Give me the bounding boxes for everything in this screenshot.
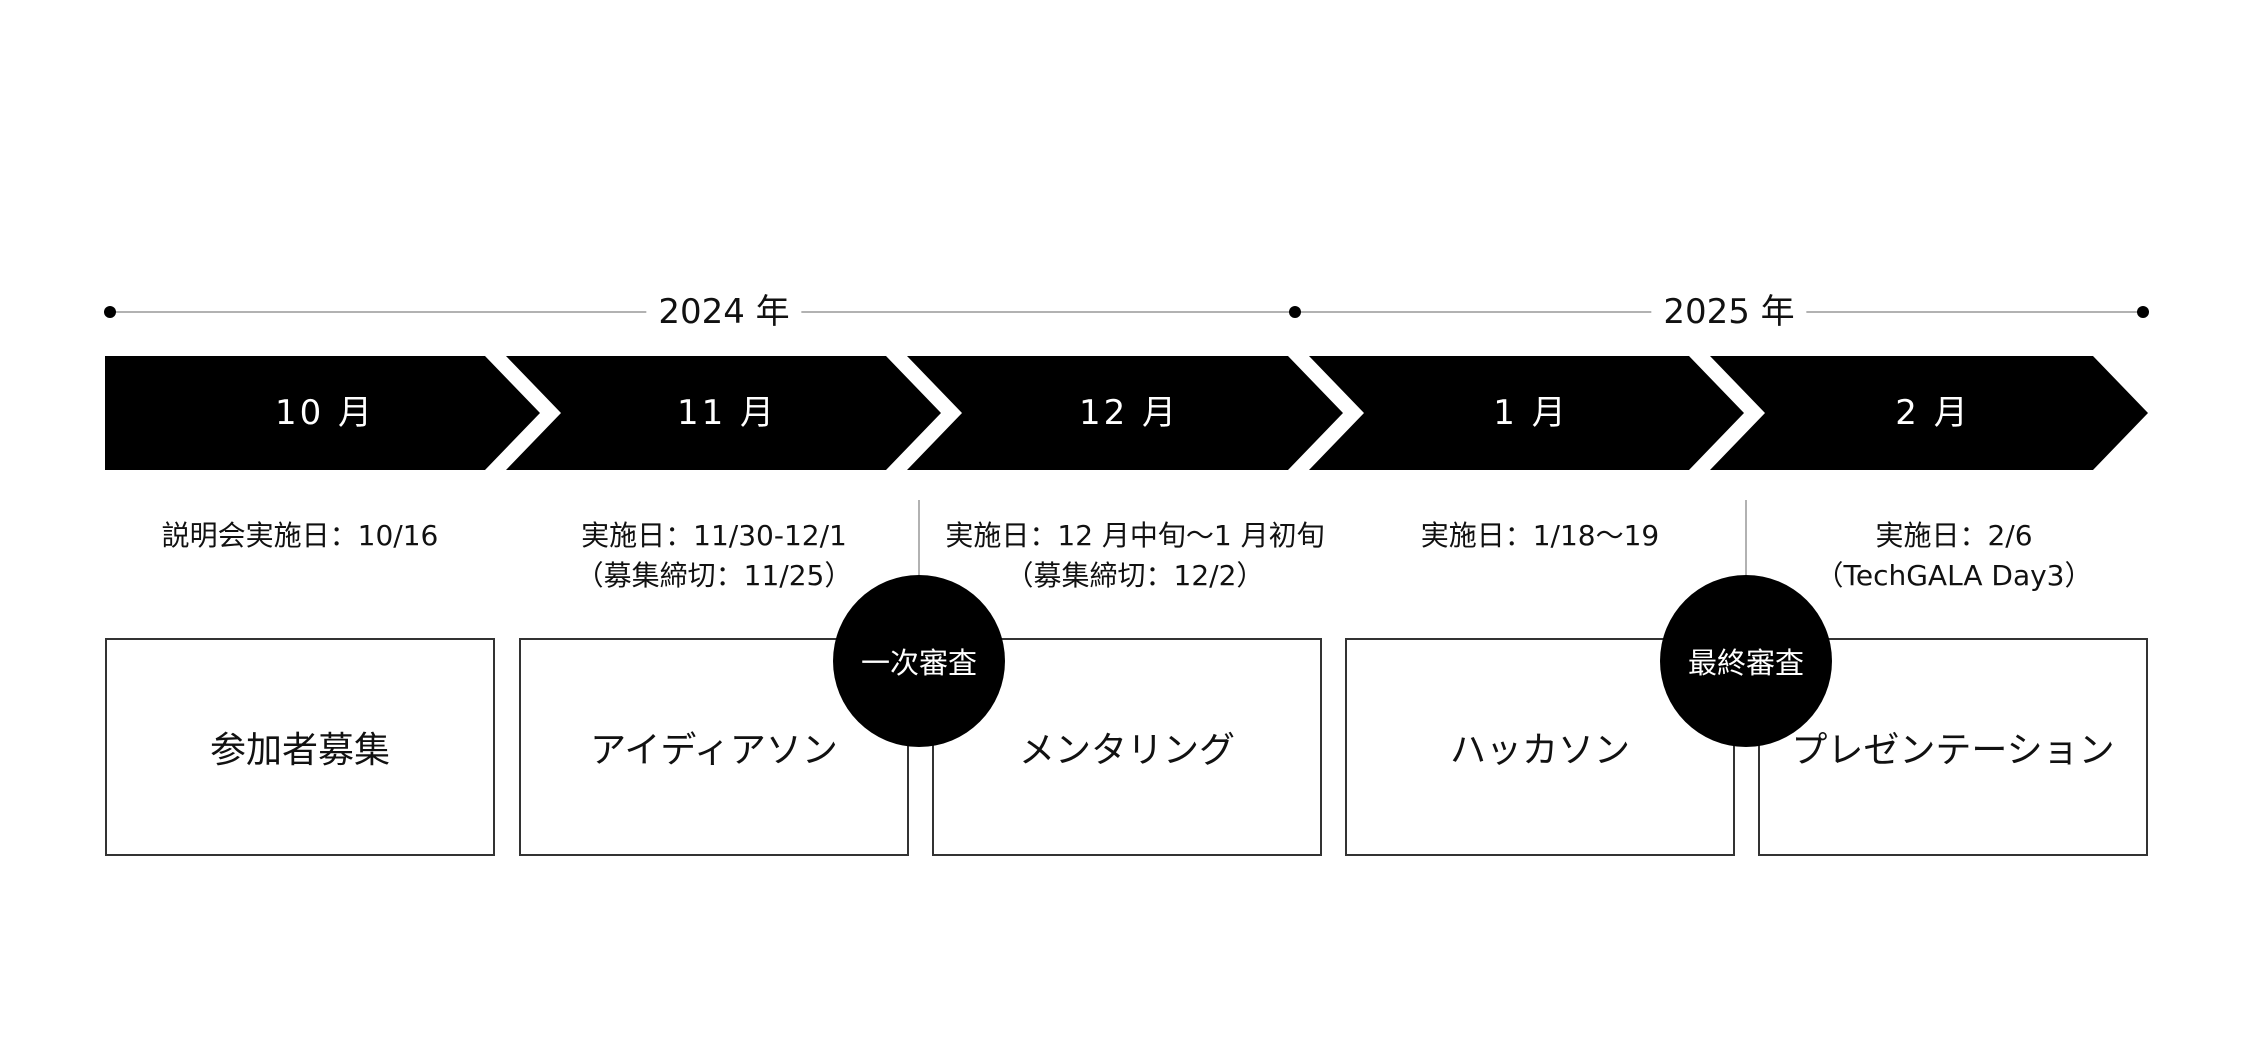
note-feb-line-1: 実施日：2/6 — [1875, 519, 2033, 552]
review-label-final: 最終審査 — [1687, 646, 1804, 680]
phase-label-recruit: 参加者募集 — [209, 730, 390, 771]
note-nov-line-2: （募集締切：11/25） — [575, 559, 853, 592]
phase-box-hackathon: ハッカソン — [1345, 638, 1735, 856]
phase-label-presentation: プレゼンテーション — [1791, 730, 2115, 771]
note-oct-line-1: 説明会実施日：10/16 — [161, 519, 439, 552]
month-chevron-jan — [1309, 356, 1744, 470]
month-chevron-feb — [1710, 356, 2148, 470]
year-dot-start — [104, 306, 116, 318]
month-chevron-dec — [907, 356, 1343, 470]
note-dec-line-1: 実施日：12 月中旬〜1 月初旬 — [945, 519, 1325, 552]
phase-label-ideathon: アイディアソン — [590, 730, 838, 771]
review-circle-first: 一次審査 — [833, 575, 1005, 747]
note-nov-line-1: 実施日：11/30-12/1 — [581, 519, 847, 552]
month-label-jan: 1 月 — [1493, 393, 1569, 433]
month-label-nov: 11 月 — [676, 393, 778, 433]
year-label-2024: 2024 年 — [646, 290, 802, 334]
phase-box-recruit: 参加者募集 — [105, 638, 495, 856]
month-label-oct: 10 月 — [274, 393, 376, 433]
year-label-2025: 2025 年 — [1651, 290, 1807, 334]
note-jan-line-1: 実施日：1/18〜19 — [1420, 519, 1660, 552]
review-label-first: 一次審査 — [860, 646, 977, 680]
note-nov: 実施日：11/30-12/1 （募集締切：11/25） — [571, 516, 857, 596]
note-dec-line-2: （募集締切：12/2） — [1005, 559, 1265, 592]
year-dot-end — [2137, 306, 2149, 318]
note-jan: 実施日：1/18〜19 — [1416, 516, 1664, 556]
note-feb-line-2: （TechGALA Day3） — [1815, 559, 2093, 592]
month-chevron-nov — [506, 356, 941, 470]
note-oct: 説明会実施日：10/16 — [157, 516, 443, 556]
month-chevron-oct — [105, 356, 540, 470]
month-label-dec: 12 月 — [1078, 393, 1180, 433]
note-dec: 実施日：12 月中旬〜1 月初旬 （募集締切：12/2） — [941, 516, 1329, 596]
phase-label-mentoring: メンタリング — [1018, 730, 1235, 771]
month-label-feb: 2 月 — [1895, 393, 1971, 433]
year-dot-divider — [1289, 306, 1301, 318]
review-circle-final: 最終審査 — [1660, 575, 1832, 747]
note-feb: 実施日：2/6 （TechGALA Day3） — [1811, 516, 2097, 596]
phase-label-hackathon: ハッカソン — [1449, 730, 1630, 771]
